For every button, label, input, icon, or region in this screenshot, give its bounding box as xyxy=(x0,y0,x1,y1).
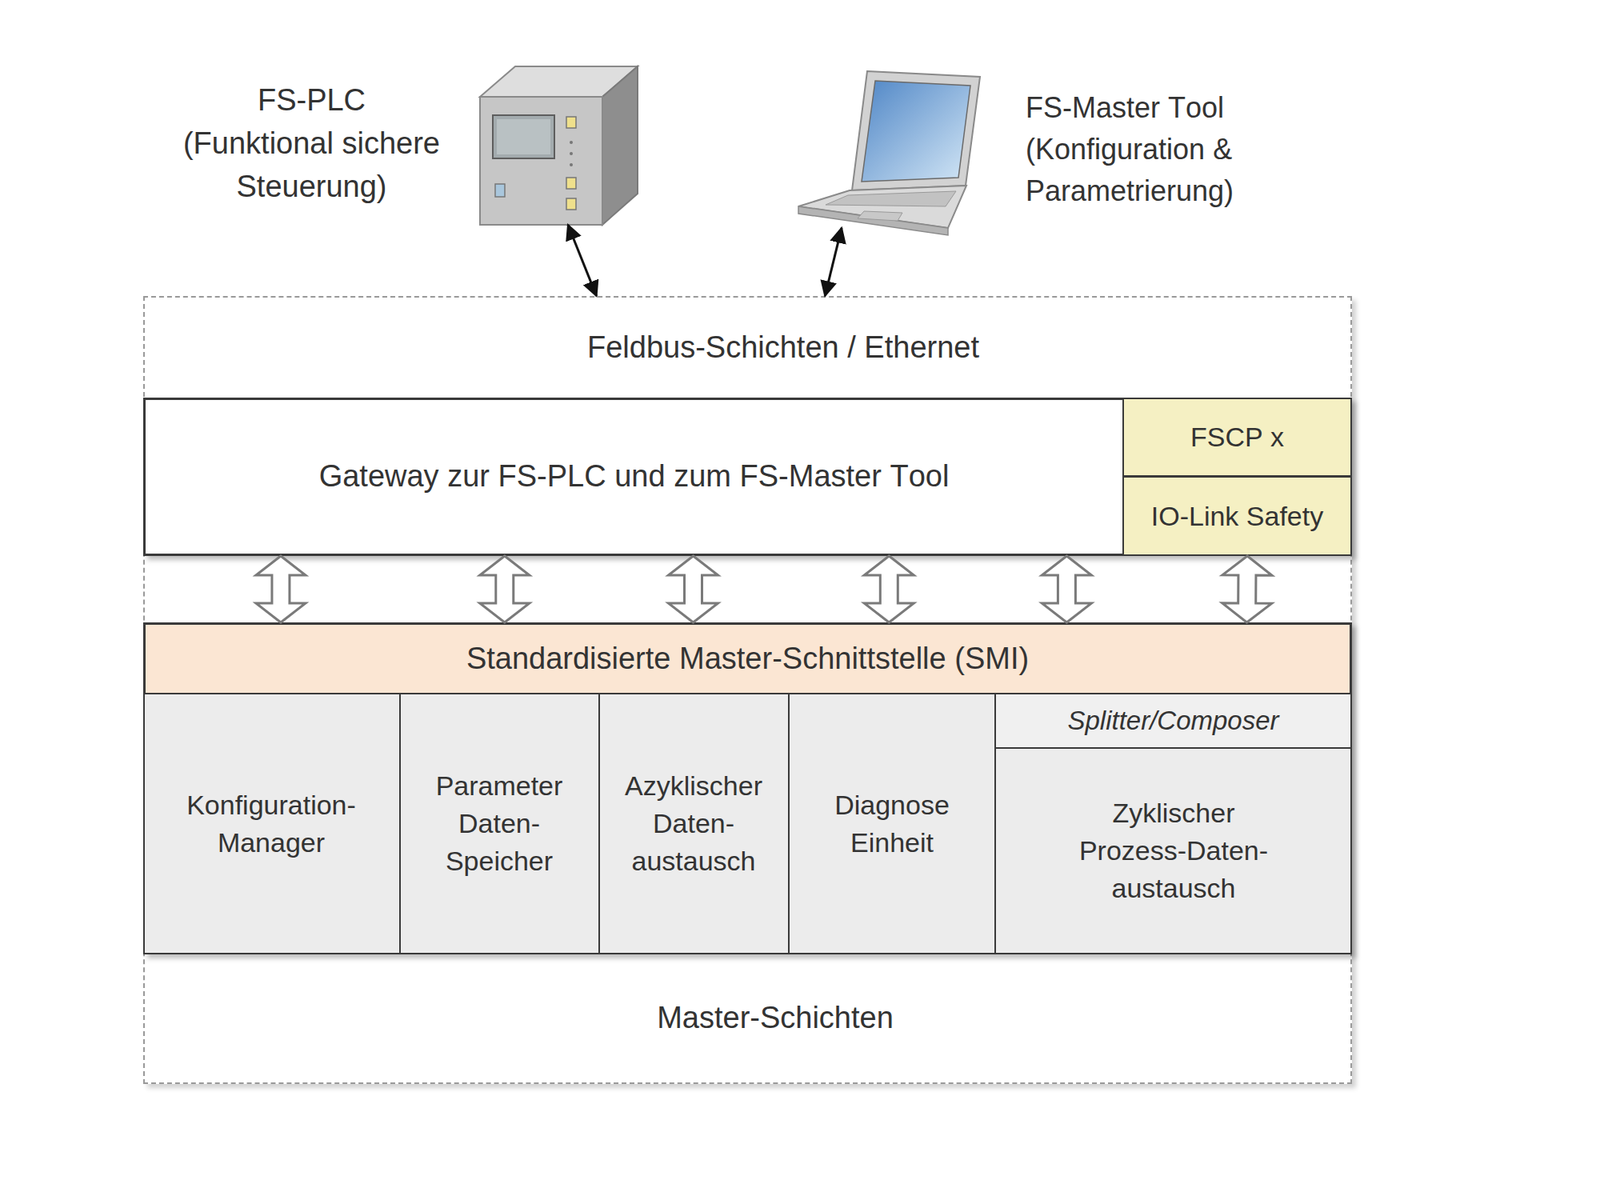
laptop-base-edge xyxy=(798,206,948,236)
laptop-keyboard xyxy=(825,191,956,207)
interface-arrow xyxy=(1222,556,1272,623)
module-label: Zyklischer Prozess-Daten- austausch xyxy=(1069,748,1278,953)
gateway-label: Gateway zur FS-PLC und zum FS-Master Too… xyxy=(145,400,1123,554)
plc-side-face xyxy=(602,66,638,225)
plc-front-face xyxy=(480,96,603,225)
protocol-label: IO-Link Safety xyxy=(1124,477,1351,555)
plc-led xyxy=(566,198,576,210)
module-label: Diagnose Einheit xyxy=(804,694,980,953)
module-label: Splitter/Composer xyxy=(996,694,1351,748)
module-label: Konfiguration- Manager xyxy=(151,694,392,953)
plc-device: FS-PLC (Funktional sichere Steuerung) xyxy=(480,66,638,225)
interface-arrow xyxy=(1041,556,1092,623)
plc-screen-glass xyxy=(496,119,551,155)
protocol-label: FSCP x xyxy=(1124,399,1351,476)
plc-button xyxy=(495,184,505,197)
protocol-box: IO-Link Safety xyxy=(1122,476,1352,556)
layer-label: Feldbus-Schichten / Ethernet xyxy=(215,297,1352,398)
device-label: FS-PLC (Funktional sichere Steuerung) xyxy=(180,80,443,208)
interface-arrow xyxy=(256,556,306,623)
module-box: Azyklischer Daten- austausch xyxy=(598,692,790,955)
device-label: FS-Master Tool (Konfiguration & Parametr… xyxy=(1025,87,1246,212)
gateway-box: Gateway zur FS-PLC und zum FS-Master Too… xyxy=(143,397,1352,556)
layer-frame: Feldbus-Schichten / EthernetMaster-Schic… xyxy=(143,296,1352,1084)
laptop-device: FS-Master Tool (Konfiguration & Parametr… xyxy=(796,71,980,235)
interface-arrow xyxy=(480,556,530,623)
module-box: Diagnose Einheit xyxy=(788,692,996,955)
plc-led xyxy=(566,116,576,128)
plc-led xyxy=(566,177,576,189)
module-box: Parameter Daten- Speicher xyxy=(399,692,600,955)
interface-arrow xyxy=(864,556,914,623)
plc-screen xyxy=(492,115,555,159)
laptop-touchpad xyxy=(857,211,903,221)
interface-label: Standardisierte Master-Schnittstelle (SM… xyxy=(145,624,1350,694)
module-box: Konfiguration- Manager xyxy=(143,692,401,955)
laptop-screen xyxy=(861,80,971,182)
interface-arrow xyxy=(668,556,719,623)
laptop-lid xyxy=(852,71,980,191)
module-label: Azyklischer Daten- austausch xyxy=(605,694,782,953)
protocol-box: FSCP x xyxy=(1122,397,1352,477)
plc-illustration xyxy=(480,66,638,225)
laptop-illustration xyxy=(798,71,980,236)
connection-arrow xyxy=(568,224,597,296)
module-label: Parameter Daten- Speicher xyxy=(411,694,588,953)
plc-dot xyxy=(569,140,573,144)
layer-label: Master-Schichten xyxy=(207,954,1344,1083)
plc-dot xyxy=(569,152,573,156)
connection-arrow xyxy=(824,228,842,296)
module-box: Zyklischer Prozess-Daten- austausch xyxy=(994,747,1352,955)
splitter-box: Splitter/Composer xyxy=(994,692,1352,749)
interface-box: Standardisierte Master-Schnittstelle (SM… xyxy=(143,622,1352,955)
plc-dot xyxy=(569,163,573,167)
